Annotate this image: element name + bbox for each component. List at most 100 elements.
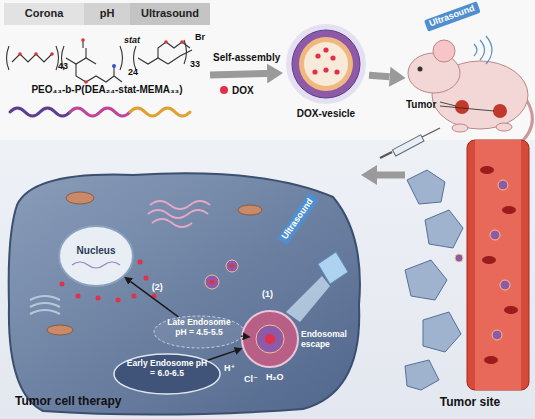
flow-arrow: [369, 75, 390, 77]
circle-shape: [455, 100, 469, 114]
circle-shape: [256, 325, 284, 353]
g-shape: [455, 180, 510, 340]
polymer-helix: [10, 108, 190, 116]
ellipse-shape: [482, 256, 496, 264]
path-shape: [158, 42, 190, 58]
tumor-cell: Tumor cell therapy NucleusLate Endosome p…: [3, 165, 363, 415]
syringe: [380, 128, 440, 158]
endosome: Endosomal escape: [241, 310, 299, 368]
flow-arrow: [210, 73, 267, 74]
legend-row: DOX: [220, 84, 254, 96]
line-shape: [422, 128, 440, 137]
ellipse-shape: [496, 123, 512, 131]
ultrasound-waves: [474, 36, 492, 64]
ellipse-shape: [114, 354, 220, 394]
circle-shape: [323, 67, 328, 72]
figure-label: 33: [190, 60, 200, 70]
circle-shape: [334, 69, 339, 74]
circle-shape: [50, 52, 54, 56]
nitrogen-atom: [112, 64, 116, 68]
figure-label: Ultrasound: [424, 1, 480, 31]
header-band: Corona: [4, 3, 84, 25]
path-shape: [168, 50, 192, 64]
path-shape: [70, 108, 130, 116]
node-text: Tumor site: [415, 396, 525, 410]
header-band: pH: [84, 3, 130, 25]
edge-label: Self-assembly: [213, 52, 280, 63]
circle-shape: [490, 230, 500, 240]
node-text: Early Endosome pH = 6.0-6.5: [125, 359, 209, 379]
path-shape: [56, 46, 59, 70]
header-band: Ultrasound: [130, 3, 210, 25]
cell-membrane: [9, 173, 360, 414]
tumor-site-art: [405, 140, 529, 390]
node-text: pH: [84, 7, 130, 20]
late-endosome: Late Endosome pH = 4.5-5.5: [153, 315, 245, 349]
bottom-background: [0, 140, 535, 419]
path-shape: [480, 40, 485, 60]
node-text: DOX-vesicle: [283, 108, 369, 120]
circle-shape: [164, 40, 168, 44]
ellipse-shape: [59, 226, 133, 286]
legend-text: DOX: [232, 85, 254, 96]
circle-shape: [84, 80, 88, 84]
ellipse-shape: [502, 206, 516, 214]
path-shape: [72, 262, 120, 268]
early-endosome: Early Endosome pH = 6.0-6.5: [113, 353, 221, 395]
circle-shape: [315, 53, 320, 58]
tumor-site-outline: [405, 140, 533, 417]
path-shape: [120, 46, 123, 70]
node-text: Late Endosome pH = 4.5-5.5: [163, 318, 235, 338]
circle-shape: [34, 52, 38, 56]
tumor-site: Tumor site: [405, 140, 533, 417]
circle-shape: [493, 104, 507, 118]
circle-shape: [323, 47, 328, 52]
polygon-shape: [405, 360, 439, 390]
top-background: [0, 0, 535, 140]
path-shape: [184, 40, 187, 64]
ellipse-shape: [154, 316, 244, 348]
circle-shape: [498, 180, 508, 190]
node-text: Ultrasound: [130, 7, 210, 20]
circle-shape: [330, 55, 335, 60]
oxygen-atoms: [18, 38, 184, 84]
figure-label: stat: [124, 36, 140, 46]
node-text: PEO₄₃-b-P(DEA₂₄-stat-MEMA₃₃): [4, 84, 210, 96]
node-text: Tumor cell therapy: [15, 395, 215, 409]
circle-shape: [455, 254, 463, 262]
circle-shape: [433, 40, 455, 62]
rect-shape: [392, 135, 424, 156]
mouse-model: Tumor: [400, 15, 533, 150]
node-text: Endosomal escape: [301, 330, 363, 350]
circle-shape: [304, 42, 348, 86]
circle-shape: [81, 38, 85, 42]
polygon-shape: [425, 210, 463, 248]
path-shape: [486, 36, 492, 64]
flow-arrow: [377, 172, 405, 179]
path-shape: [7, 46, 10, 70]
rect-shape: [467, 140, 529, 390]
circle-shape: [312, 69, 317, 74]
path-shape: [138, 58, 168, 64]
polygon-shape: [407, 170, 445, 204]
legend-swatch: [220, 86, 228, 94]
mouse-model-outline: [400, 15, 533, 150]
ellipse-shape: [504, 306, 518, 314]
path-shape: [66, 58, 96, 64]
path-shape: [474, 44, 477, 56]
ellipse-shape: [480, 166, 494, 174]
polygon-shape: [423, 312, 461, 352]
circle-shape: [299, 37, 353, 91]
ellipse-shape: [484, 356, 498, 364]
nucleus: Nucleus: [58, 225, 134, 287]
rect-shape: [475, 140, 521, 390]
node-text: Tumor: [406, 99, 446, 111]
path-shape: [76, 64, 114, 82]
circle-shape: [265, 334, 275, 344]
g-shape: [312, 47, 339, 74]
line-shape: [380, 152, 392, 158]
path-shape: [134, 46, 137, 70]
path-shape: [12, 54, 52, 62]
figure-label: Br: [195, 33, 205, 43]
